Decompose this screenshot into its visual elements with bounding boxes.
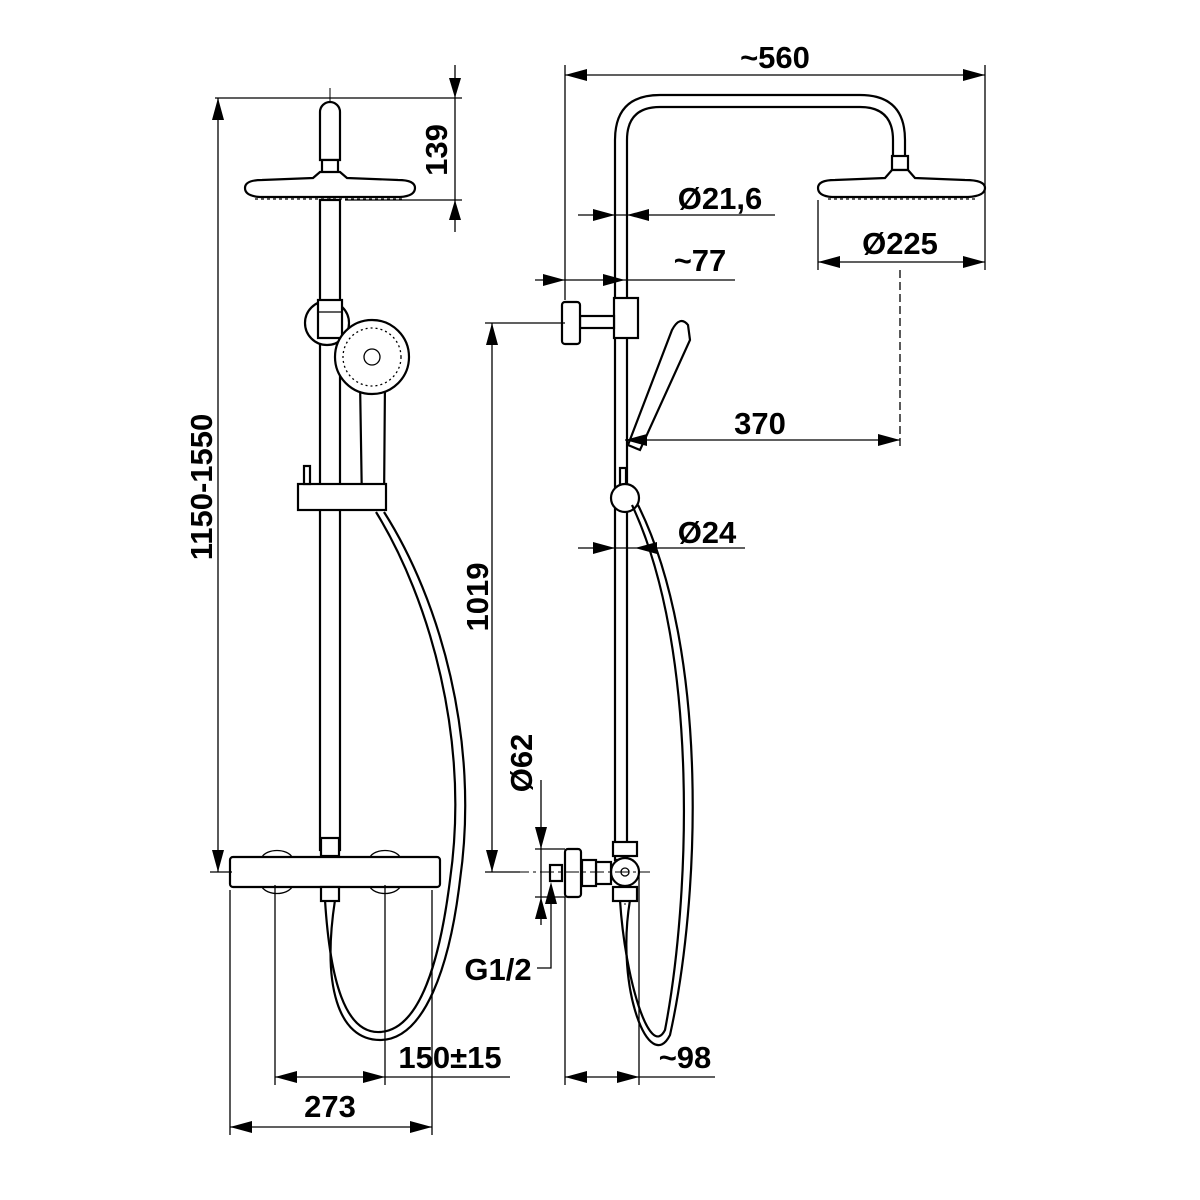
side-hose xyxy=(618,504,685,1038)
label-connection-thread: G1/2 xyxy=(464,952,531,987)
dim-head-diameter: Ø225 xyxy=(862,226,938,261)
dim-pipe-diameter: Ø24 xyxy=(678,515,737,550)
dim-head-offset: 370 xyxy=(734,406,786,441)
front-hand-shower-head xyxy=(333,318,411,396)
side-escutcheon xyxy=(563,847,583,899)
front-riser-pipe xyxy=(318,198,342,852)
dim-escutcheon-diameter: Ø62 xyxy=(504,734,539,793)
dim-overall-height: 1150-1550 xyxy=(184,414,219,561)
front-top-cap xyxy=(318,100,342,162)
front-shower-head xyxy=(243,170,417,199)
dim-arm-projection: ~560 xyxy=(740,40,810,75)
side-hand-shower xyxy=(626,319,692,452)
side-riser-arm xyxy=(613,93,907,862)
front-view: 139 1150-1550 150±15 273 xyxy=(184,65,510,1135)
dim-outlet-height: 1019 xyxy=(460,563,495,632)
front-thermostat-mixer xyxy=(228,855,442,889)
front-hose xyxy=(323,511,457,1034)
dim-pipe-diameter-top: Ø21,6 xyxy=(678,181,762,216)
side-view: ~560 Ø21,6 ~77 Ø225 370 Ø24 1019 xyxy=(460,40,987,1085)
side-slider xyxy=(609,482,641,514)
dim-hose-spacing: 150±15 xyxy=(398,1040,501,1075)
dim-wall-offset: ~77 xyxy=(674,243,727,278)
front-slider xyxy=(296,482,388,512)
dim-mixer-width: 273 xyxy=(304,1089,356,1124)
side-shower-head xyxy=(816,168,987,199)
dim-mixer-depth: ~98 xyxy=(659,1040,712,1075)
dim-head-height: 139 xyxy=(419,124,454,176)
